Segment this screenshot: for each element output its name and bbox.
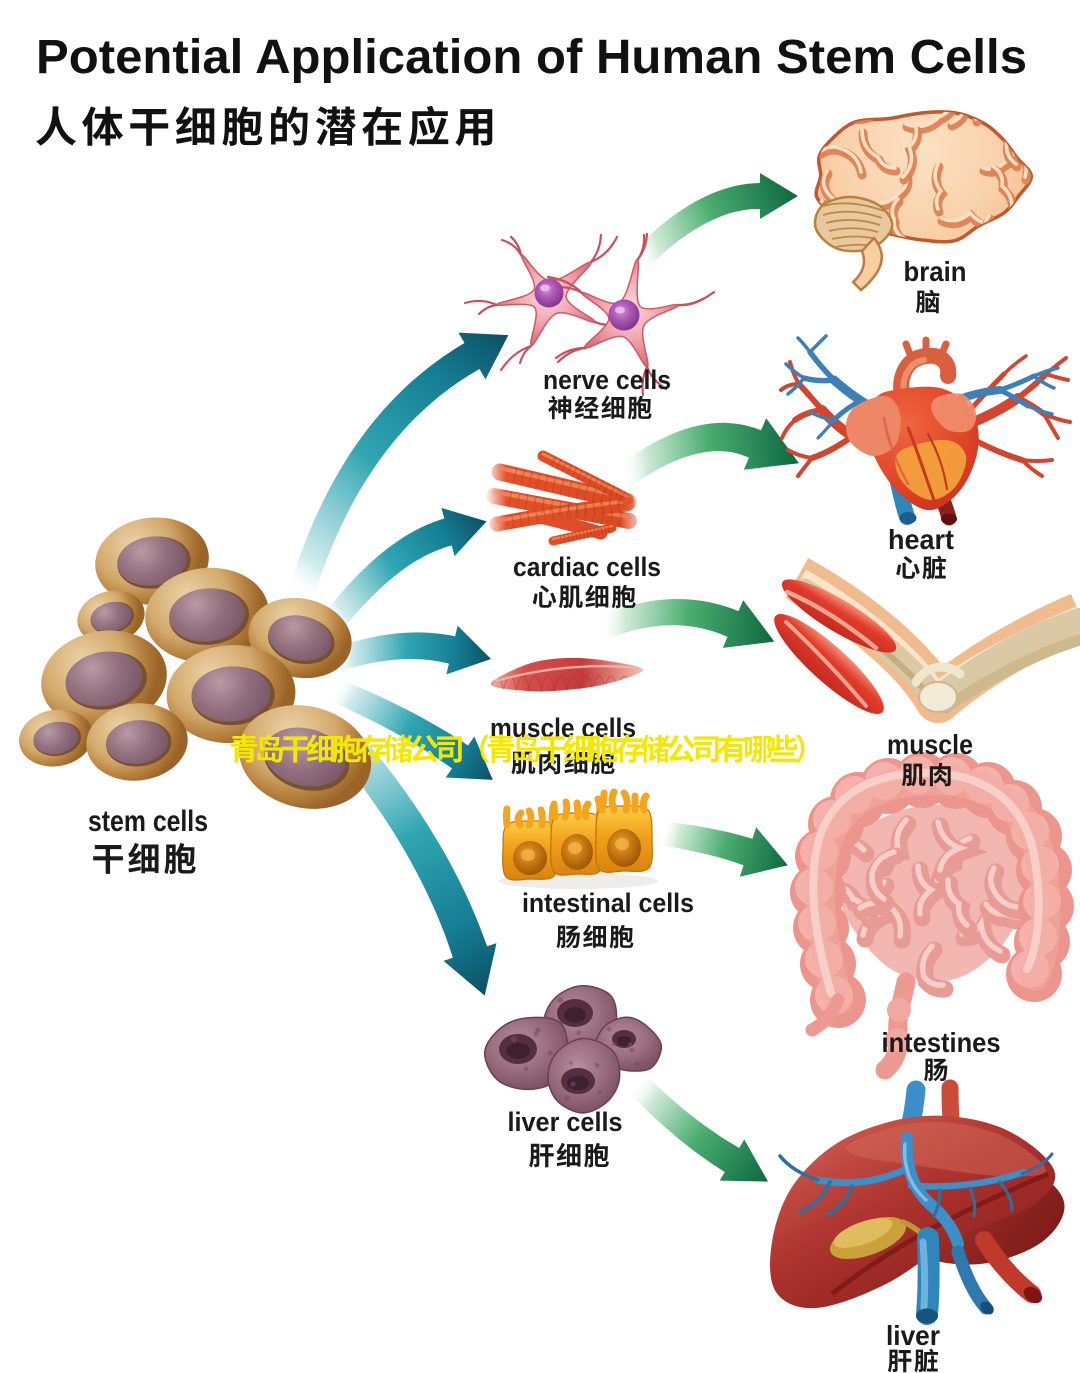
svg-text:liver: liver [886, 1320, 940, 1351]
svg-text:stem cells: stem cells [88, 805, 208, 838]
svg-text:Potential Application of Human: Potential Application of Human Stem Cell… [36, 31, 1027, 84]
svg-text:heart: heart [888, 524, 954, 555]
svg-text:muscle: muscle [887, 729, 973, 760]
svg-text:intestinal cells: intestinal cells [522, 888, 694, 918]
svg-text:intestines: intestines [882, 1027, 1001, 1058]
svg-text:liver cells: liver cells [508, 1107, 623, 1137]
svg-text:brain: brain [904, 256, 967, 287]
svg-text:cardiac cells: cardiac cells [513, 552, 661, 582]
svg-text:nerve cells: nerve cells [543, 365, 671, 395]
